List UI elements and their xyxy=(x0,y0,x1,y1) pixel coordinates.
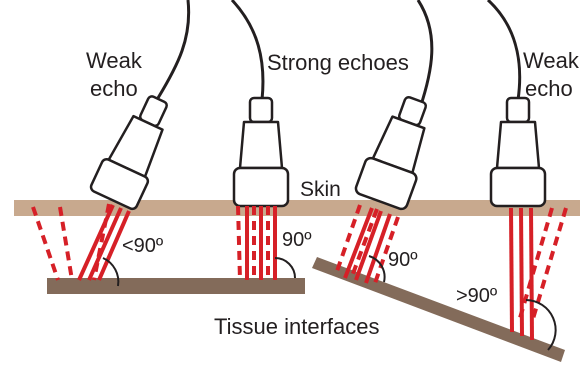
probe-2-cable xyxy=(232,0,263,100)
probe-2-head xyxy=(234,168,288,206)
probe-4-head xyxy=(491,168,545,206)
probe-3-beams xyxy=(336,205,398,286)
probe-3-cable xyxy=(418,0,432,108)
probe-2-body xyxy=(240,122,282,168)
probe-1 xyxy=(89,0,188,210)
tissue-interface-flat xyxy=(47,278,305,294)
label-weak-echo-left-1: Weak xyxy=(86,48,143,73)
label-angle-lt90: <90º xyxy=(122,235,164,257)
label-weak-echo-right-2: echo xyxy=(525,76,573,101)
label-strong-echoes: Strong echoes xyxy=(267,50,409,75)
probe-4-neck xyxy=(507,98,529,122)
probe-4 xyxy=(488,0,545,206)
label-angle-90a: 90º xyxy=(282,229,312,251)
probe-2-beams xyxy=(238,206,275,280)
label-weak-echo-left-2: echo xyxy=(90,76,138,101)
probe-4-body xyxy=(497,122,539,168)
label-skin: Skin xyxy=(300,178,341,201)
probe-4-beams xyxy=(511,208,566,340)
probe-3 xyxy=(354,0,442,211)
probe-1-cable xyxy=(158,0,189,98)
label-angle-gt90: >90º xyxy=(456,285,498,307)
probe-2-neck xyxy=(250,98,272,122)
probe-4-cable xyxy=(488,0,520,100)
label-tissue-interfaces: Tissue interfaces xyxy=(214,314,379,339)
label-weak-echo-right-1: Weak xyxy=(523,48,580,73)
tissue-interface-tilted xyxy=(312,257,565,362)
angle-arc-90a xyxy=(275,258,295,278)
label-angle-90b: 90º xyxy=(388,249,418,271)
probe-2 xyxy=(232,0,288,206)
